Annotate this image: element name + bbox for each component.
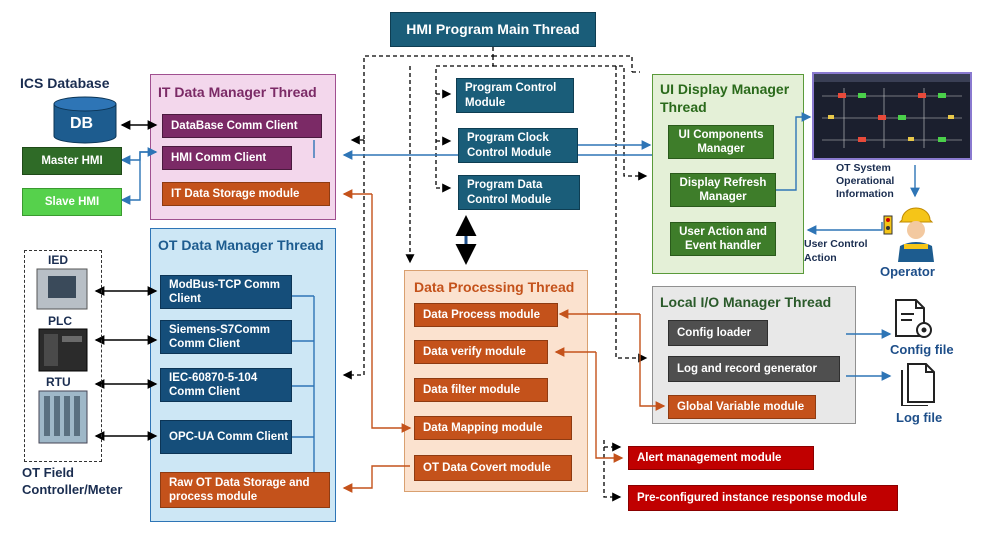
program-control-module: Program Control Module [456, 78, 574, 113]
config-loader-box: Config loader [668, 320, 768, 346]
program-data-control-module: Program Data Control Module [458, 175, 580, 210]
field-devices-caption-text: OT Field Controller/Meter [22, 465, 123, 497]
user-control-action-label: User Control Action [804, 237, 884, 265]
data-mapping-module: Data Mapping module [414, 416, 572, 440]
field-devices-caption: OT Field Controller/Meter [22, 464, 152, 498]
alert-management-module: Alert management module [628, 446, 814, 470]
hmi-screen-graphic [814, 74, 970, 148]
field-devices-group [24, 250, 102, 462]
raw-ot-data-storage-module: Raw OT Data Storage and process module [160, 472, 330, 508]
opc-ua-comm-client: OPC-UA Comm Client [160, 420, 292, 454]
it-data-storage-module: IT Data Storage module [162, 182, 330, 206]
modbus-tcp-comm-client: ModBus-TCP Comm Client [160, 275, 292, 309]
data-verify-module: Data verify module [414, 340, 548, 364]
ot-system-info-label: OT System Operational Information [836, 162, 916, 201]
ot-system-info-text: OT System Operational Information [836, 162, 895, 200]
database-cylinder-icon [53, 96, 117, 144]
hmi-screen-thumbnail [812, 72, 972, 160]
db-label: DB [70, 115, 94, 132]
ot-manager-title: OT Data Manager Thread [158, 237, 324, 253]
log-record-generator-box: Log and record generator [668, 356, 840, 382]
user-action-event-handler: User Action and Event handler [670, 222, 776, 256]
ics-database-title: ICS Database [20, 75, 110, 91]
data-processing-title: Data Processing Thread [414, 279, 575, 295]
preconfigured-response-module: Pre-configured instance response module [628, 485, 898, 511]
global-variable-module: Global Variable module [668, 395, 816, 419]
rtu-label: RTU [46, 375, 71, 389]
slave-hmi-box: Slave HMI [22, 188, 122, 216]
ui-manager-title-text: UI Display Manager Thread [660, 81, 790, 115]
program-clock-control-module: Program Clock Control Module [458, 128, 578, 163]
plc-label: PLC [48, 314, 72, 328]
it-manager-title: IT Data Manager Thread [158, 84, 317, 100]
log-file-icon [901, 363, 935, 406]
database-comm-client: DataBase Comm Client [162, 114, 322, 138]
operator-label: Operator [880, 264, 935, 279]
ui-components-manager: UI Components Manager [668, 125, 774, 159]
data-filter-module: Data filter module [414, 378, 548, 402]
hmi-main-thread-box: HMI Program Main Thread [390, 12, 596, 47]
config-file-icon [895, 299, 932, 338]
ot-data-covert-module: OT Data Covert module [414, 455, 572, 481]
hmi-comm-client: HMI Comm Client [162, 146, 292, 170]
iec-60870-comm-client: IEC-60870-5-104 Comm Client [160, 368, 292, 402]
local-io-title: Local I/O Manager Thread [660, 294, 832, 310]
config-file-label: Config file [890, 342, 954, 357]
display-refresh-manager: Display Refresh Manager [670, 173, 776, 207]
operator-icon [883, 207, 934, 262]
log-file-label: Log file [896, 410, 943, 425]
user-control-action-text: User Control Action [804, 238, 868, 264]
ui-manager-title: UI Display Manager Thread [660, 80, 790, 116]
siemens-s7comm-comm-client: Siemens-S7Comm Comm Client [160, 320, 292, 354]
plc-device-icon [38, 328, 88, 372]
rtu-device-icon [38, 390, 88, 444]
ied-label: IED [48, 253, 69, 267]
data-process-module: Data Process module [414, 303, 558, 327]
ied-device-icon [36, 268, 88, 310]
master-hmi-box: Master HMI [22, 147, 122, 175]
